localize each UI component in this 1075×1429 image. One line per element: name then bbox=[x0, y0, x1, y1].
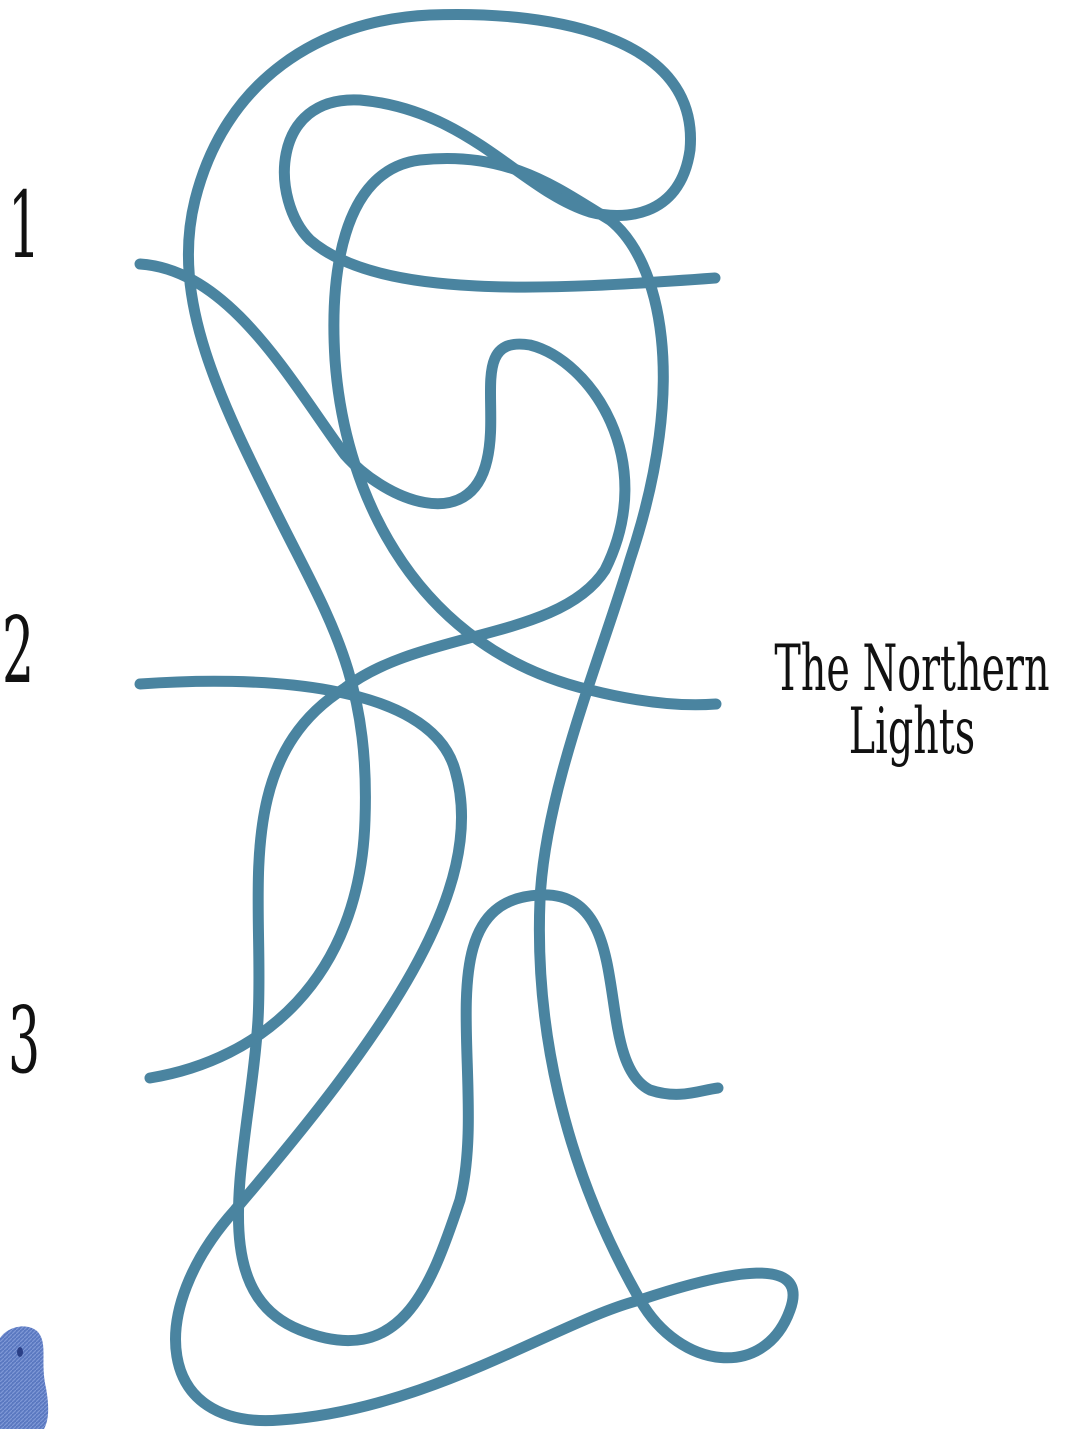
maze-line-1[interactable] bbox=[140, 264, 718, 1341]
crayon-figure-icon bbox=[0, 1318, 52, 1429]
start-label-3[interactable]: 3 bbox=[8, 995, 40, 1087]
start-label-1[interactable]: 1 bbox=[8, 180, 40, 272]
start-label-2[interactable]: 2 bbox=[2, 605, 34, 697]
destination-label: The Northern Lights bbox=[752, 638, 1072, 763]
